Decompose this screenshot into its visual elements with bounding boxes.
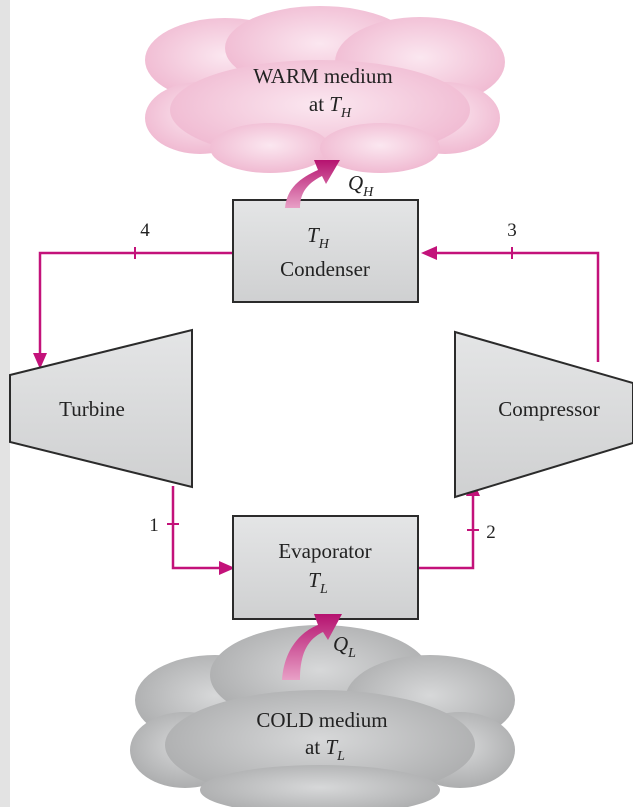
cold-medium-cloud — [130, 625, 515, 807]
turbine-body — [9, 328, 193, 489]
condenser-temperature: TH — [307, 223, 330, 252]
warm-medium-label: WARM medium — [253, 64, 392, 88]
warm-medium-cloud — [145, 6, 505, 173]
heat-absorbed-arrow — [282, 614, 342, 680]
condenser-box — [232, 199, 419, 303]
compressor-label: Compressor — [498, 397, 600, 421]
heat-absorbed-label: QL — [333, 632, 356, 661]
cold-medium-label: COLD medium — [256, 708, 387, 732]
warm-medium-temperature: at TH — [309, 92, 352, 121]
compressor-body — [454, 330, 633, 499]
state-point-ticks — [134, 247, 513, 531]
page-edge — [0, 0, 10, 807]
state-point-2: 2 — [486, 522, 496, 543]
state-point-4: 4 — [140, 220, 150, 241]
heat-rejected-label: QH — [348, 171, 374, 200]
condenser-label: Condenser — [280, 257, 370, 281]
heat-rejected-arrow — [285, 160, 340, 208]
state-point-3: 3 — [507, 220, 517, 241]
evaporator-temperature: TL — [308, 568, 328, 597]
state-point-1: 1 — [149, 515, 159, 536]
evaporator-box — [232, 515, 419, 620]
cold-medium-temperature: at TL — [305, 735, 345, 764]
turbine-label: Turbine — [59, 397, 125, 421]
refrigerant-flow-lines — [38, 251, 600, 570]
evaporator-label: Evaporator — [278, 539, 371, 563]
